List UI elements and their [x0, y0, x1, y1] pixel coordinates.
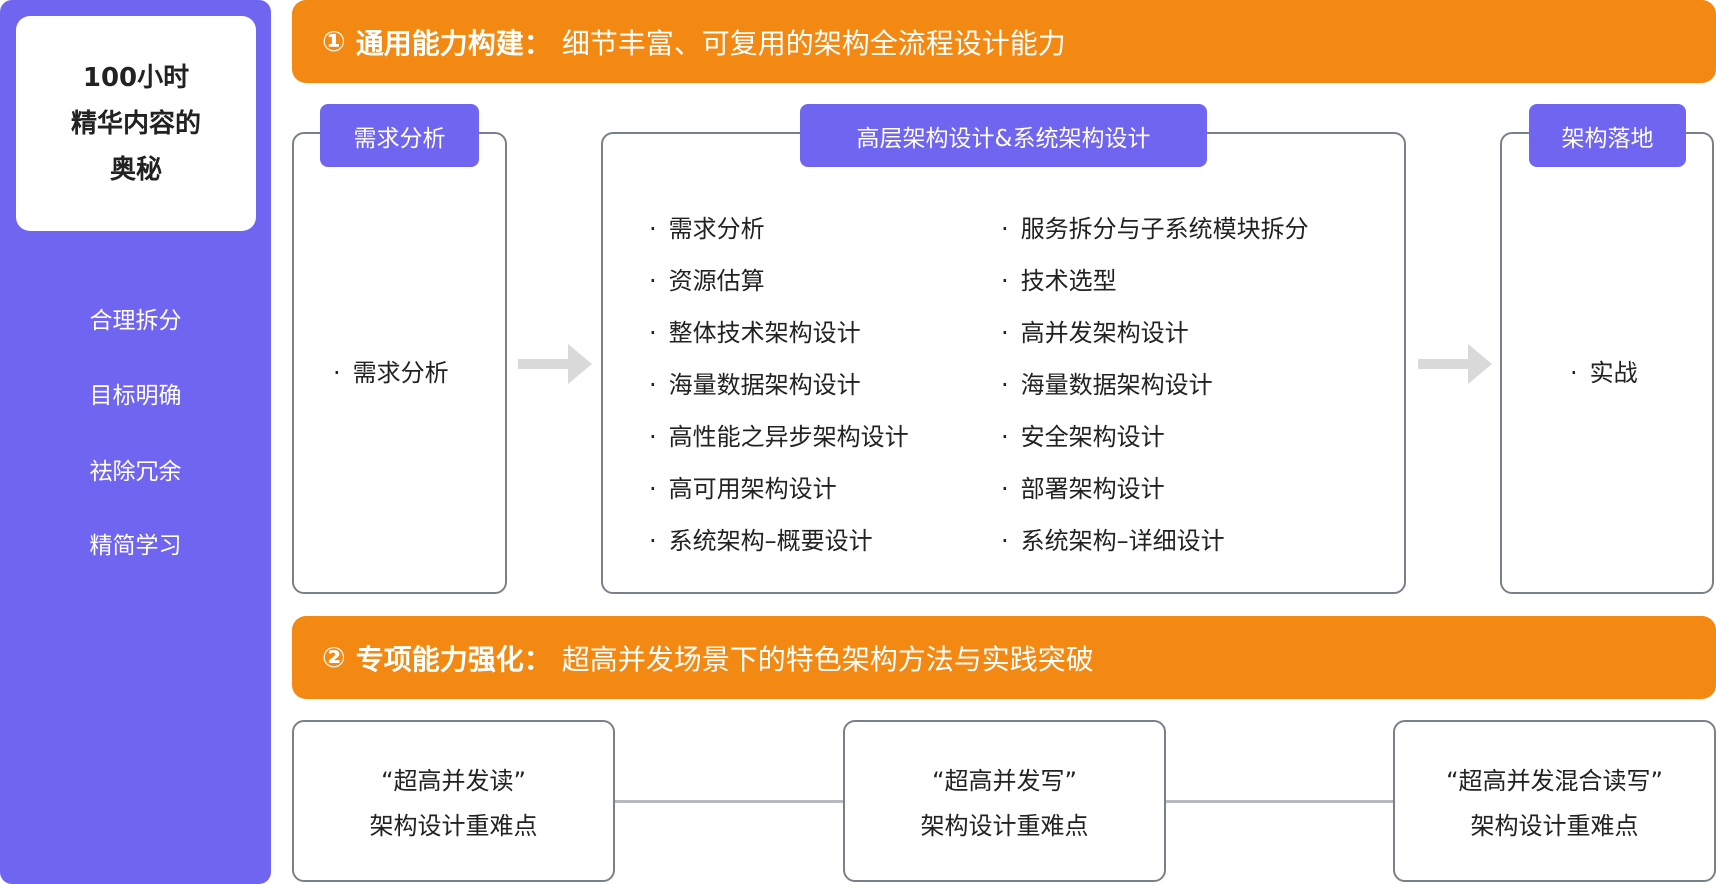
section-subtitle: 细节丰富、可复用的架构全流程设计能力 — [561, 26, 1066, 60]
arrow-right-icon — [1418, 344, 1492, 384]
topic-desc: 架构设计重难点 — [1470, 812, 1639, 840]
list-item: 海量数据架构设计 — [1001, 370, 1309, 400]
section-number: ② — [322, 641, 346, 674]
topic-title: “超高并发混合读写” — [1446, 767, 1663, 795]
title-card: 100小时 精华内容的 奥秘 — [16, 16, 256, 231]
design-list-left: 需求分析 资源估算 整体技术架构设计 海量数据架构设计 高性能之异步架构设计 高… — [649, 214, 909, 556]
topic-desc: 架构设计重难点 — [369, 812, 538, 840]
design-list-right: 服务拆分与子系统模块拆分 技术选型 高并发架构设计 海量数据架构设计 安全架构设… — [1001, 214, 1309, 556]
sidebar-item: 精简学习 — [89, 533, 182, 559]
stage-label: 架构落地 — [1529, 104, 1686, 167]
sidebar-item: 合理拆分 — [89, 308, 182, 334]
section-number: ① — [322, 25, 346, 58]
list-item: 整体技术架构设计 — [649, 318, 909, 348]
section-title: 专项能力强化： — [355, 642, 552, 676]
topic-desc: 架构设计重难点 — [920, 812, 1089, 840]
list-item: 系统架构–概要设计 — [649, 526, 909, 556]
list-item: 系统架构–详细设计 — [1001, 526, 1309, 556]
list-item: 安全架构设计 — [1001, 422, 1309, 452]
topic-card-mixed: “超高并发混合读写” 架构设计重难点 — [1393, 720, 1716, 882]
title-line: 精华内容的 — [70, 108, 201, 139]
list-item: 高并发架构设计 — [1001, 318, 1309, 348]
topic-title: “超高并发读” — [381, 767, 526, 795]
list-item: 需求分析 — [333, 358, 449, 388]
list-item: 技术选型 — [1001, 266, 1309, 296]
title-line: 100小时 — [82, 62, 190, 93]
list-item: 高可用架构设计 — [649, 474, 909, 504]
section-title: 通用能力构建： — [355, 26, 552, 60]
stage-label: 需求分析 — [320, 104, 479, 167]
stage-design-box — [601, 132, 1406, 594]
section-subtitle: 超高并发场景下的特色架构方法与实践突破 — [561, 642, 1094, 676]
list-item: 资源估算 — [649, 266, 909, 296]
title-line: 奥秘 — [109, 154, 162, 185]
topic-card-read: “超高并发读” 架构设计重难点 — [292, 720, 615, 882]
section2-banner: ② 专项能力强化： 超高并发场景下的特色架构方法与实践突破 — [292, 616, 1716, 699]
list-item: 实战 — [1570, 358, 1638, 388]
section1-banner: ① 通用能力构建： 细节丰富、可复用的架构全流程设计能力 — [292, 0, 1716, 83]
topic-card-write: “超高并发写” 架构设计重难点 — [843, 720, 1166, 882]
list-item: 海量数据架构设计 — [649, 370, 909, 400]
sidebar-item: 祛除冗余 — [89, 459, 182, 485]
connector-line — [1166, 800, 1393, 803]
stage-label: 高层架构设计&系统架构设计 — [800, 104, 1207, 167]
list-item: 服务拆分与子系统模块拆分 — [1001, 214, 1309, 244]
connector-line — [615, 800, 843, 803]
arrow-right-icon — [518, 344, 592, 384]
list-item: 部署架构设计 — [1001, 474, 1309, 504]
topic-title: “超高并发写” — [932, 767, 1077, 795]
list-item: 需求分析 — [649, 214, 909, 244]
list-item: 高性能之异步架构设计 — [649, 422, 909, 452]
sidebar-item: 目标明确 — [89, 383, 182, 409]
